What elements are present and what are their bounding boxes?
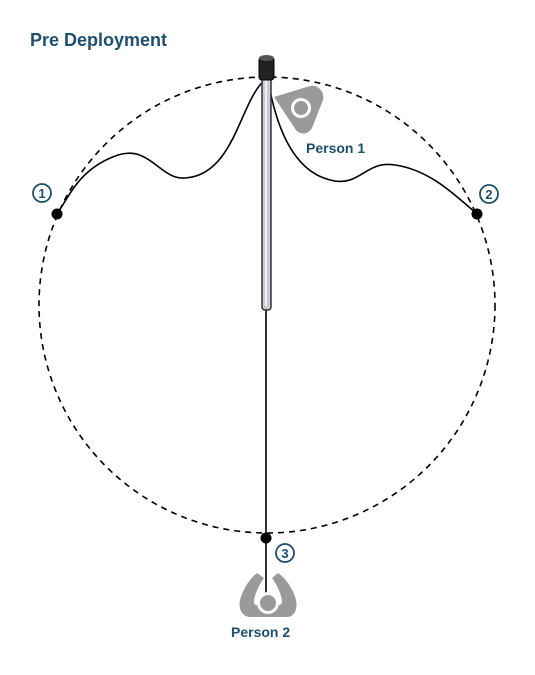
svg-text:3: 3 [281,546,288,561]
svg-text:2: 2 [485,187,492,202]
pole-highlight [265,78,267,306]
point-2-badge: 2 [479,184,499,204]
svg-text:1: 1 [38,186,45,201]
person-1-label: Person 1 [306,140,365,156]
cable-to-point-1 [56,79,266,215]
person-2-label: Person 2 [231,624,290,640]
point-3-badge: 3 [275,543,295,563]
point-2-dot [471,208,483,220]
point-3-dot [260,532,272,544]
cable-to-point-2 [267,79,478,215]
pole-cap-top [259,55,274,61]
point-1-badge: 1 [32,183,52,203]
person-2-icon [239,573,297,617]
diagram-title: Pre Deployment [30,30,168,50]
point-1-dot [51,208,63,220]
person-1-icon [274,85,324,134]
